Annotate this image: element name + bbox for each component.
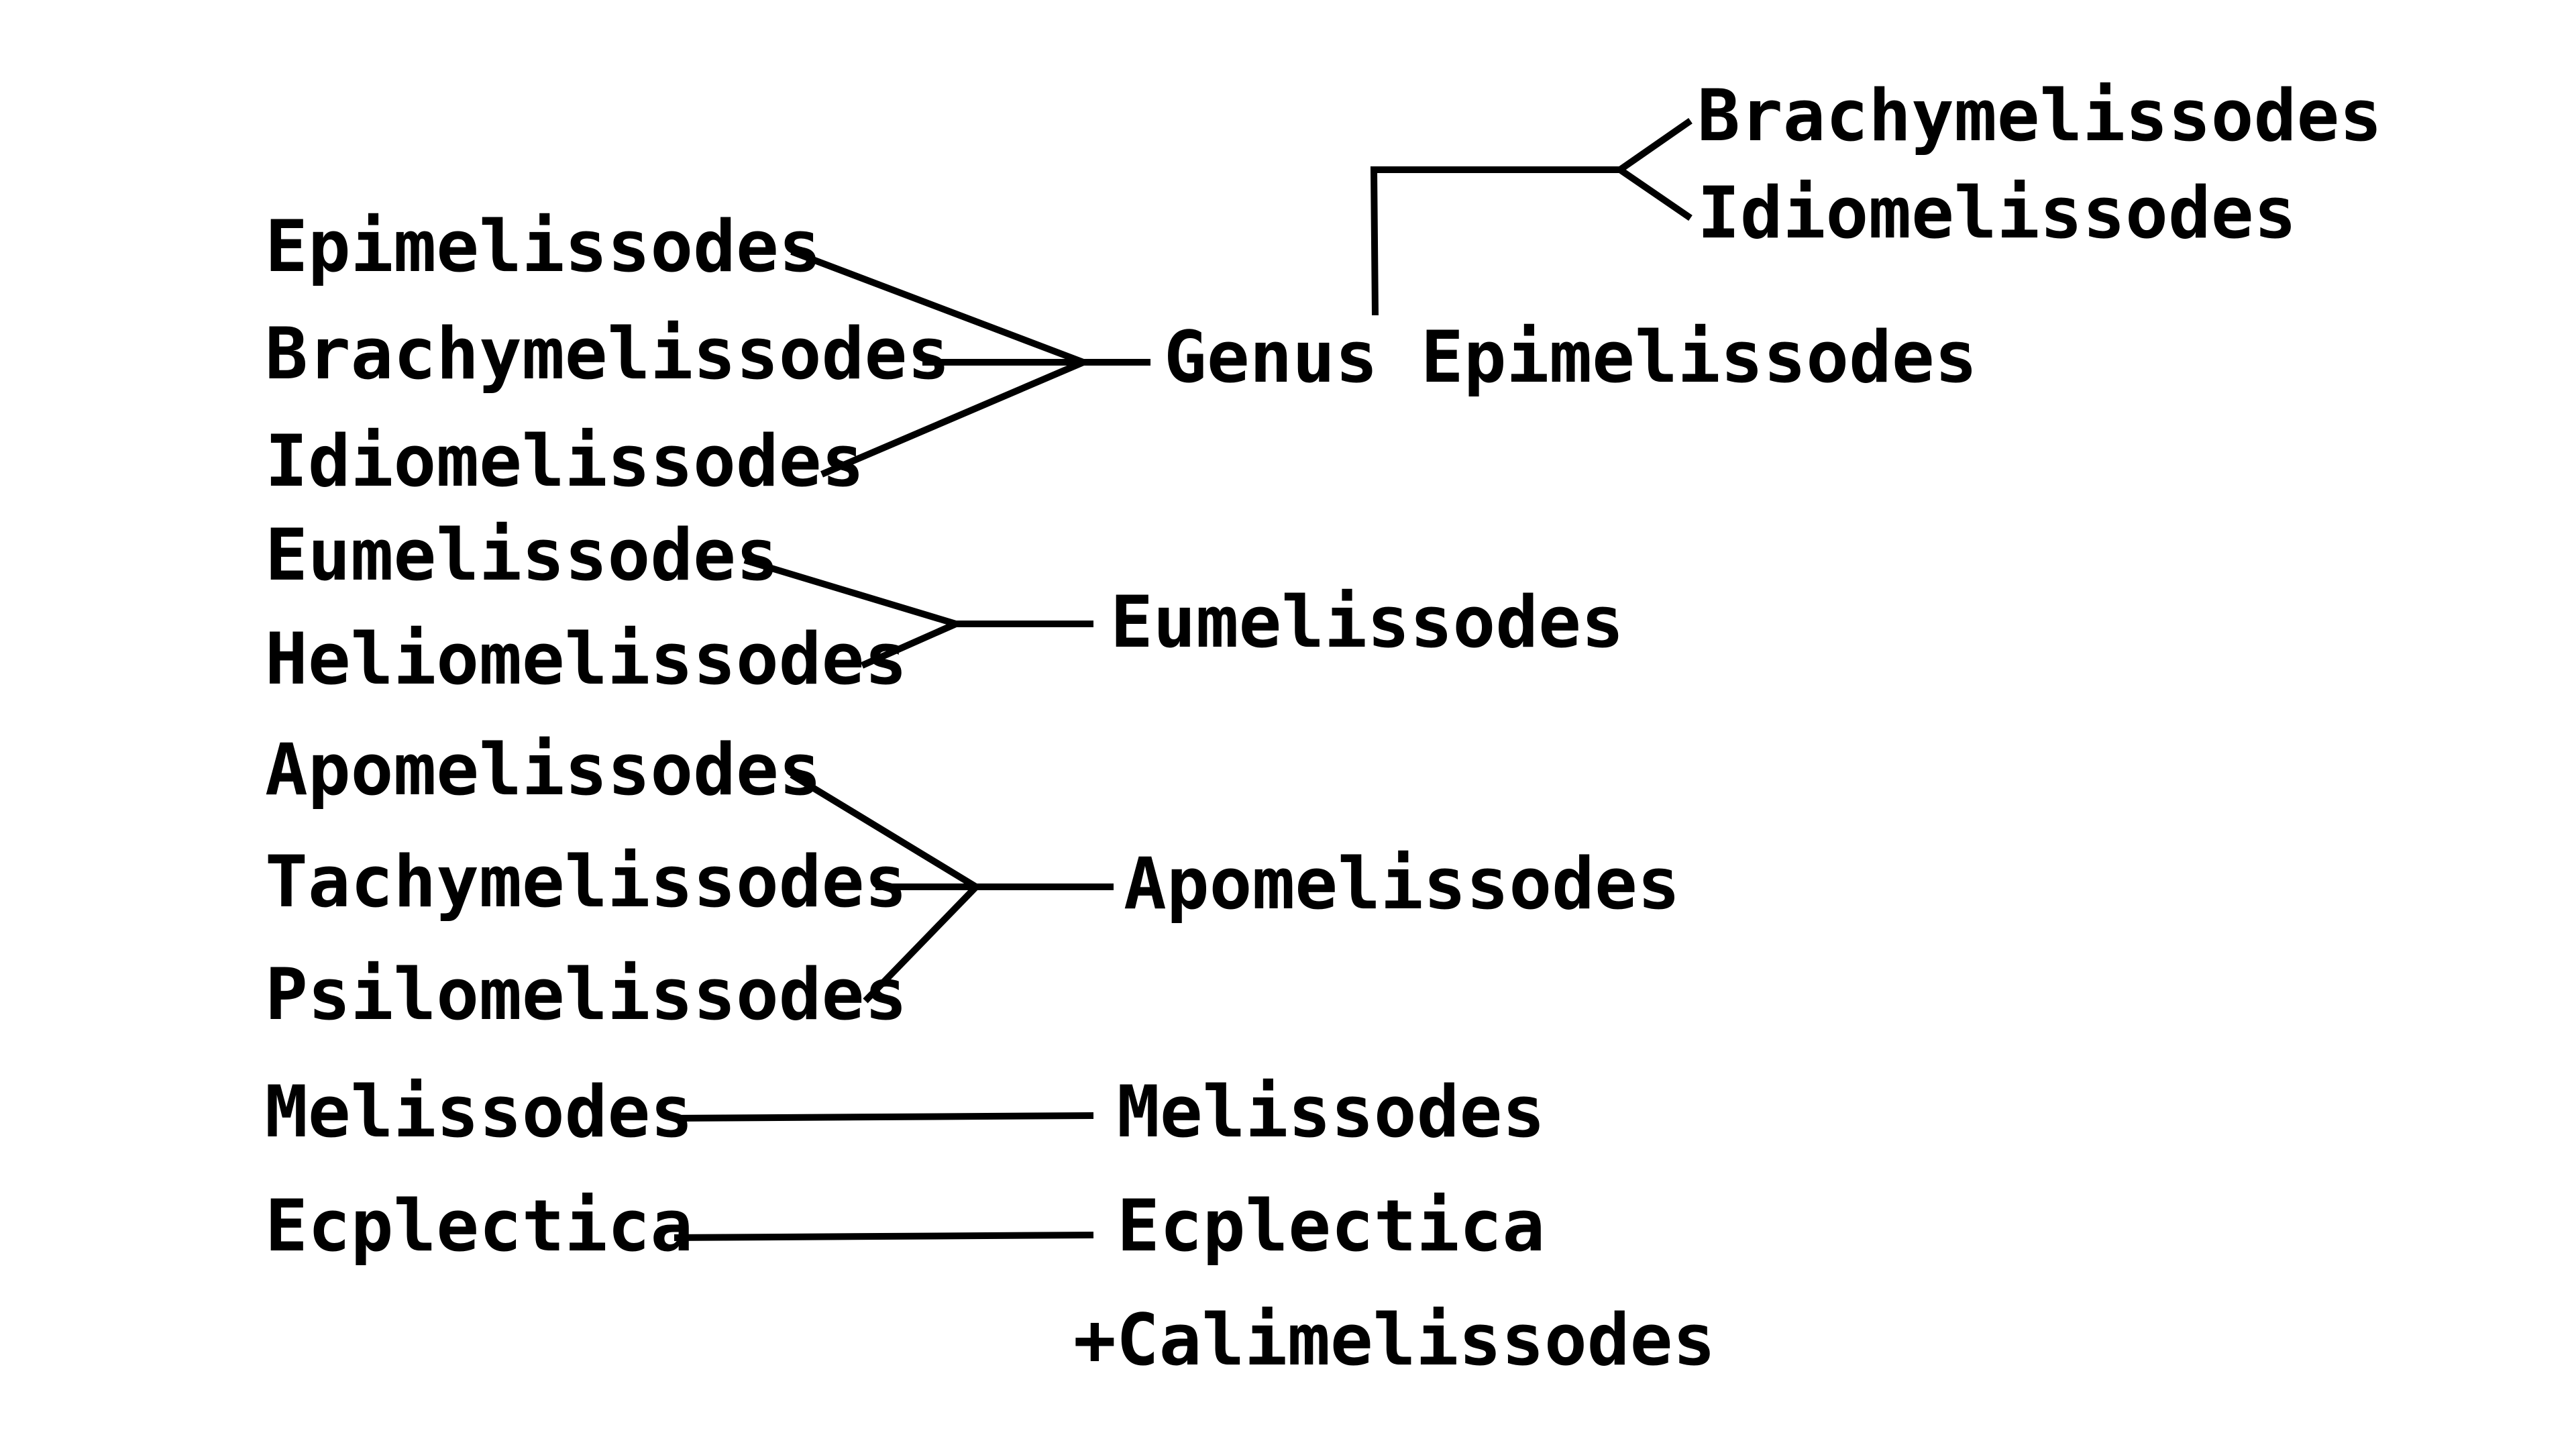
connector-idiomelissodes: [820, 359, 1085, 478]
left-label-apomelissodes: Apomelissodes: [265, 729, 822, 811]
left-label-heliomelissodes: Heliomelissodes: [265, 618, 907, 700]
right-label-eumelissodes: Eumelissodes: [1110, 581, 1624, 663]
connector-ecplectica: [674, 1232, 1094, 1241]
connector-heliomelissodes: [860, 621, 958, 669]
top-branch-label-brachymelissodes: Brachymelissodes: [1697, 74, 2382, 157]
left-label-ecplectica: Ecplectica: [265, 1185, 693, 1267]
connector-epimelissodes: [790, 248, 1085, 366]
left-label-epimelissodes: Epimelissodes: [265, 205, 822, 288]
right-label-genus-epimelissodes: Genus Epimelissodes: [1164, 316, 1978, 398]
top-branch-label-idiomelissodes: Idiomelissodes: [1697, 172, 2296, 254]
right-label-ecplectica: Ecplectica: [1117, 1185, 1545, 1267]
connector-apomelissodes: [790, 771, 978, 890]
connector-melissodes: [674, 1112, 1094, 1122]
left-label-melissodes: Melissodes: [265, 1071, 693, 1153]
left-label-eumelissodes: Eumelissodes: [265, 514, 779, 596]
left-label-brachymelissodes: Brachymelissodes: [265, 313, 950, 395]
connector-eumelissodes: [743, 557, 957, 627]
connector-top-brachymelissodes: [1618, 117, 1693, 173]
left-label-psilomelissodes: Psilomelissodes: [265, 953, 907, 1036]
right-label-melissodes: Melissodes: [1117, 1071, 1545, 1153]
connector-psilomelissodes: [863, 884, 979, 1004]
connector-top-idiomelissodes: [1618, 166, 1693, 221]
left-label-idiomelissodes: Idiomelissodes: [265, 420, 864, 502]
right-label-apomelissodes: Apomelissodes: [1124, 843, 1680, 925]
right-label-calimelissodes: +Calimelissodes: [1073, 1299, 1715, 1381]
left-label-tachymelissodes: Tachymelissodes: [265, 841, 907, 923]
connector-top-bracket: [1370, 166, 1620, 316]
